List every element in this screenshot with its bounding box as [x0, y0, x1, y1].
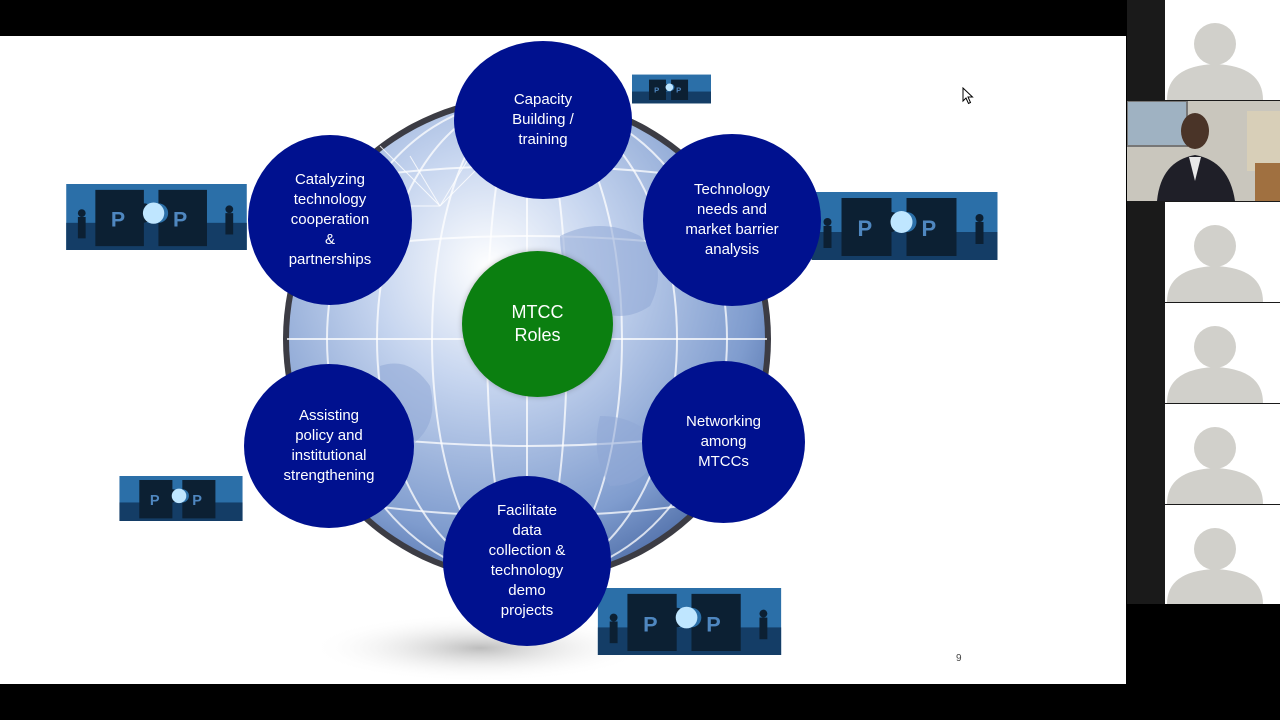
- avatar-placeholder-icon: [1165, 202, 1280, 302]
- participant-tile[interactable]: [1165, 303, 1280, 403]
- role-capacity-building: Capacity Building / training: [454, 41, 632, 199]
- role-label: Technology needs and market barrier anal…: [685, 181, 779, 258]
- presentation-slide: P P P P P P P P P P: [0, 36, 1126, 684]
- puzzle-teamwork-image: P P: [632, 74, 711, 104]
- participant-tile[interactable]: [1165, 404, 1280, 504]
- role-label: Capacity Building / training: [512, 91, 574, 148]
- role-label: Catalyzing technology cooperation & part…: [288, 171, 372, 268]
- role-label: Networking among MTCCs: [685, 413, 762, 470]
- participant-tile[interactable]: [1165, 505, 1280, 604]
- svg-text:P: P: [111, 208, 125, 232]
- role-label: Facilitate data collection & technology …: [488, 502, 566, 619]
- svg-text:P: P: [192, 493, 202, 509]
- participant-tile[interactable]: [1165, 0, 1280, 100]
- svg-text:P: P: [706, 611, 720, 636]
- role-networking: Networking among MTCCs: [642, 361, 805, 523]
- role-catalyzing-cooperation: Catalyzing technology cooperation & part…: [248, 135, 412, 305]
- participants-panel: [1127, 0, 1280, 604]
- svg-text:P: P: [173, 208, 187, 232]
- avatar-placeholder-icon: [1165, 505, 1280, 604]
- svg-text:P: P: [858, 216, 873, 241]
- role-label: Assisting policy and institutional stren…: [283, 407, 375, 484]
- puzzle-teamwork-image: P P: [811, 192, 998, 260]
- svg-text:P: P: [654, 85, 659, 94]
- avatar-placeholder-icon: [1165, 0, 1280, 100]
- role-facilitate-data: Facilitate data collection & technology …: [443, 476, 611, 646]
- avatar-placeholder-icon: [1165, 303, 1280, 403]
- puzzle-teamwork-image: P P: [597, 588, 782, 655]
- puzzle-teamwork-image: P P: [119, 476, 243, 521]
- page-number: 9: [956, 653, 962, 664]
- center-label: MTCC Roles: [511, 302, 564, 345]
- role-assisting-policy: Assisting policy and institutional stren…: [244, 364, 414, 528]
- center-mtcc-roles: MTCC Roles: [462, 251, 613, 397]
- avatar-placeholder-icon: [1165, 404, 1280, 504]
- mouse-cursor-icon: [962, 87, 974, 105]
- puzzle-teamwork-image: P P: [66, 184, 247, 250]
- svg-text:P: P: [643, 611, 657, 636]
- role-technology-needs: Technology needs and market barrier anal…: [643, 134, 821, 306]
- svg-text:P: P: [676, 85, 681, 94]
- speaker-video: [1127, 101, 1280, 201]
- participant-tile[interactable]: [1165, 202, 1280, 302]
- svg-text:P: P: [922, 216, 937, 241]
- participant-video-tile[interactable]: [1127, 101, 1280, 201]
- svg-text:P: P: [150, 493, 160, 509]
